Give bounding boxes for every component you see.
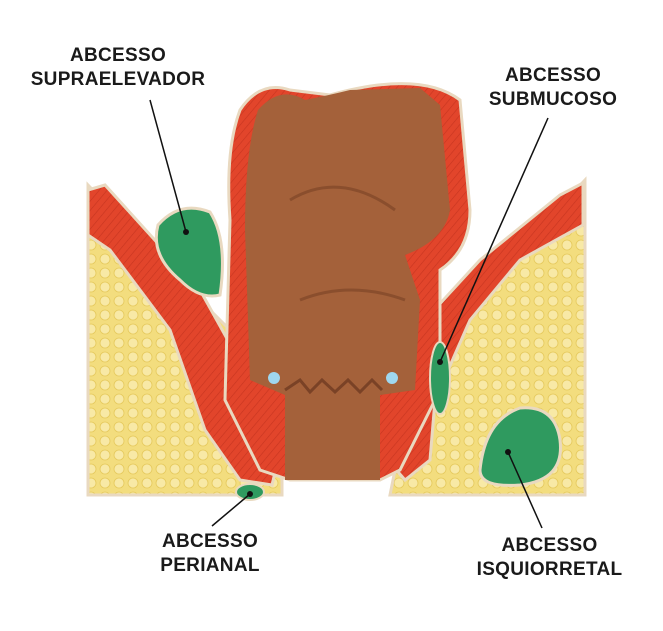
label-line: ABCESSO (69, 45, 167, 66)
leader-submucoso (439, 117, 549, 363)
anal-gland-right (386, 372, 398, 384)
abscess-supraelevador (154, 206, 224, 298)
rectal-fold (289, 185, 406, 302)
label-isquiorretal: ABCESSO ISQUIORRETAL (462, 534, 637, 582)
abscess-isquiorretal (478, 406, 562, 487)
label-line: SUPRAELEVADOR (30, 69, 206, 90)
leader-dot (505, 449, 511, 455)
leader-perianal (211, 493, 251, 527)
label-submucoso: ABCESSO SUBMUCOSO (478, 64, 628, 112)
label-line: ABCESSO (504, 65, 602, 86)
leader-dot (183, 229, 189, 235)
leader-supraelevador (149, 99, 187, 233)
label-supraelevador: ABCESSO SUPRAELEVADOR (18, 44, 218, 92)
label-line: SUBMUCOSO (488, 89, 618, 110)
label-line: ISQUIORRETAL (476, 559, 623, 580)
label-line: PERIANAL (160, 555, 260, 576)
dentate-line (284, 377, 384, 395)
leader-isquiorretal (507, 451, 543, 529)
abscess-submucoso (429, 341, 451, 415)
label-line: ABCESSO (501, 535, 598, 556)
leader-dot (437, 359, 443, 365)
anal-gland-left (268, 372, 280, 384)
label-line: ABCESSO (161, 531, 259, 552)
label-perianal: ABCESSO PERIANAL (150, 530, 270, 578)
leader-dot (247, 491, 253, 497)
